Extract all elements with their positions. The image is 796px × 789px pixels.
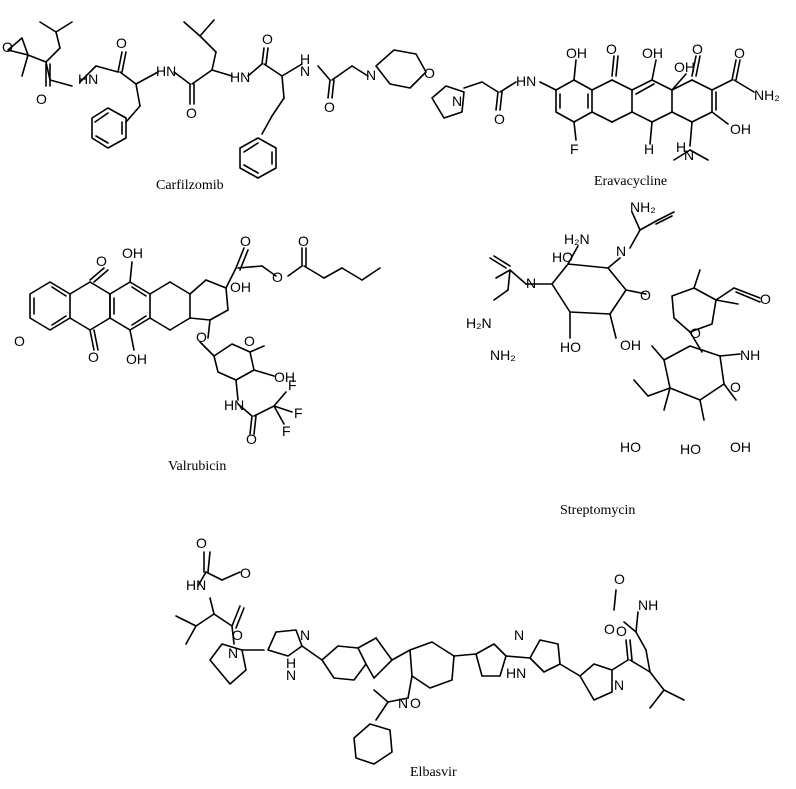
atom-label: OH — [730, 439, 751, 455]
atom-label: N — [614, 677, 624, 693]
atom-label: N — [526, 275, 536, 291]
atom-label: N — [398, 695, 408, 711]
atom-label: O — [324, 99, 335, 115]
atom-label: O — [196, 329, 207, 345]
atom-label: NH — [638, 597, 658, 613]
atom-label: O — [606, 41, 617, 57]
atom-label: O — [2, 39, 13, 55]
atom-label: N — [452, 93, 462, 109]
atom-label: O — [424, 65, 435, 81]
atom-label: F — [288, 377, 297, 393]
atom-label: O — [14, 333, 25, 349]
atom-label: NH₂ — [630, 199, 656, 215]
atom-label: HO — [620, 439, 641, 455]
atom-label: O — [262, 31, 273, 47]
atom-label: F — [294, 405, 303, 421]
atom-label: O — [614, 571, 625, 587]
atom-label: OH — [274, 369, 295, 385]
structure-streptomycin: NH₂ H₂N N HO H₂N N NH₂ O HO OH O O O NH … — [466, 199, 771, 518]
atom-label: OH — [620, 337, 641, 353]
atom-label: O — [734, 45, 745, 61]
atom-label: N — [228, 645, 238, 661]
atom-label: O — [96, 253, 107, 269]
atom-label: OH — [126, 351, 147, 367]
atom-label: HN — [186, 577, 206, 593]
atom-label: HO — [560, 339, 581, 355]
structure-elbasvir: O O HN O N N H N N O N HN N O NH O O Elb… — [175, 535, 685, 780]
compound-name: Valrubicin — [168, 459, 226, 474]
atom-label: NH₂ — [490, 347, 516, 363]
atom-label: O — [616, 623, 627, 639]
compound-name: Carfilzomib — [156, 178, 224, 193]
atom-label: O — [272, 269, 283, 285]
atom-label: H₂N — [564, 231, 590, 247]
atom-label: O — [88, 349, 99, 365]
atom-label: O — [640, 287, 651, 303]
atom-label: O — [298, 233, 309, 249]
atom-label: N — [616, 243, 626, 259]
atom-label: F — [570, 141, 579, 157]
atom-label: N — [300, 627, 310, 643]
atom-label: HN — [516, 73, 536, 89]
atom-label: O — [186, 105, 197, 121]
atom-label: O — [244, 333, 255, 349]
atom-label: O — [36, 91, 47, 107]
atom-label: N — [366, 67, 376, 83]
atom-label: HO — [552, 249, 573, 265]
atom-label: NH₂ — [754, 87, 780, 103]
atom-label: H — [644, 141, 654, 157]
atom-label: O — [240, 565, 251, 581]
atom-label: HO — [680, 441, 701, 457]
structure-valrubicin: O OH O O O OH O OH O O O OH HN O F F F V… — [14, 233, 381, 474]
atom-label: HN — [230, 69, 250, 85]
atom-label: O — [760, 291, 771, 307]
atom-label: H₂N — [466, 315, 492, 331]
atom-label: OH — [730, 121, 751, 137]
atom-label: NH — [740, 347, 760, 363]
atom-label: O — [730, 379, 741, 395]
structure-eravacycline: HN N O OH O OH OH O O NH₂ OH F H H N Era… — [431, 41, 780, 189]
atom-label: HN — [506, 665, 526, 681]
atom-label: N — [300, 63, 310, 79]
atom-label: OH — [566, 45, 587, 61]
atom-label: H — [676, 139, 686, 155]
atom-label: O — [116, 35, 127, 51]
atom-label: O — [494, 111, 505, 127]
atom-label: O — [604, 621, 615, 637]
atom-label: OH — [674, 59, 695, 75]
atom-label: OH — [230, 279, 251, 295]
atom-label: HN — [224, 397, 244, 413]
atom-label: O — [410, 695, 421, 711]
atom-label: OH — [642, 45, 663, 61]
atom-label: OH — [122, 245, 143, 261]
structure-carfilzomib: HN HN HN H N N O O O O O O O Carfilzomib — [2, 19, 435, 193]
atom-label: N — [684, 147, 694, 163]
atom-label: O — [246, 431, 257, 447]
atom-label: O — [240, 233, 251, 249]
atom-label: O — [690, 325, 701, 341]
atom-label: O — [232, 627, 243, 643]
compound-name: Elbasvir — [410, 765, 457, 780]
atom-label: HN — [156, 63, 176, 79]
atom-label: HN — [78, 71, 98, 87]
atom-label: O — [692, 41, 703, 57]
atom-label: O — [196, 535, 207, 551]
compound-name: Streptomycin — [560, 503, 635, 518]
atom-label: H — [300, 51, 310, 67]
atom-label: F — [282, 423, 291, 439]
atom-label: N — [286, 667, 296, 683]
compound-name: Eravacycline — [594, 174, 667, 189]
atom-label: H — [286, 655, 296, 671]
atom-label: N — [514, 627, 524, 643]
